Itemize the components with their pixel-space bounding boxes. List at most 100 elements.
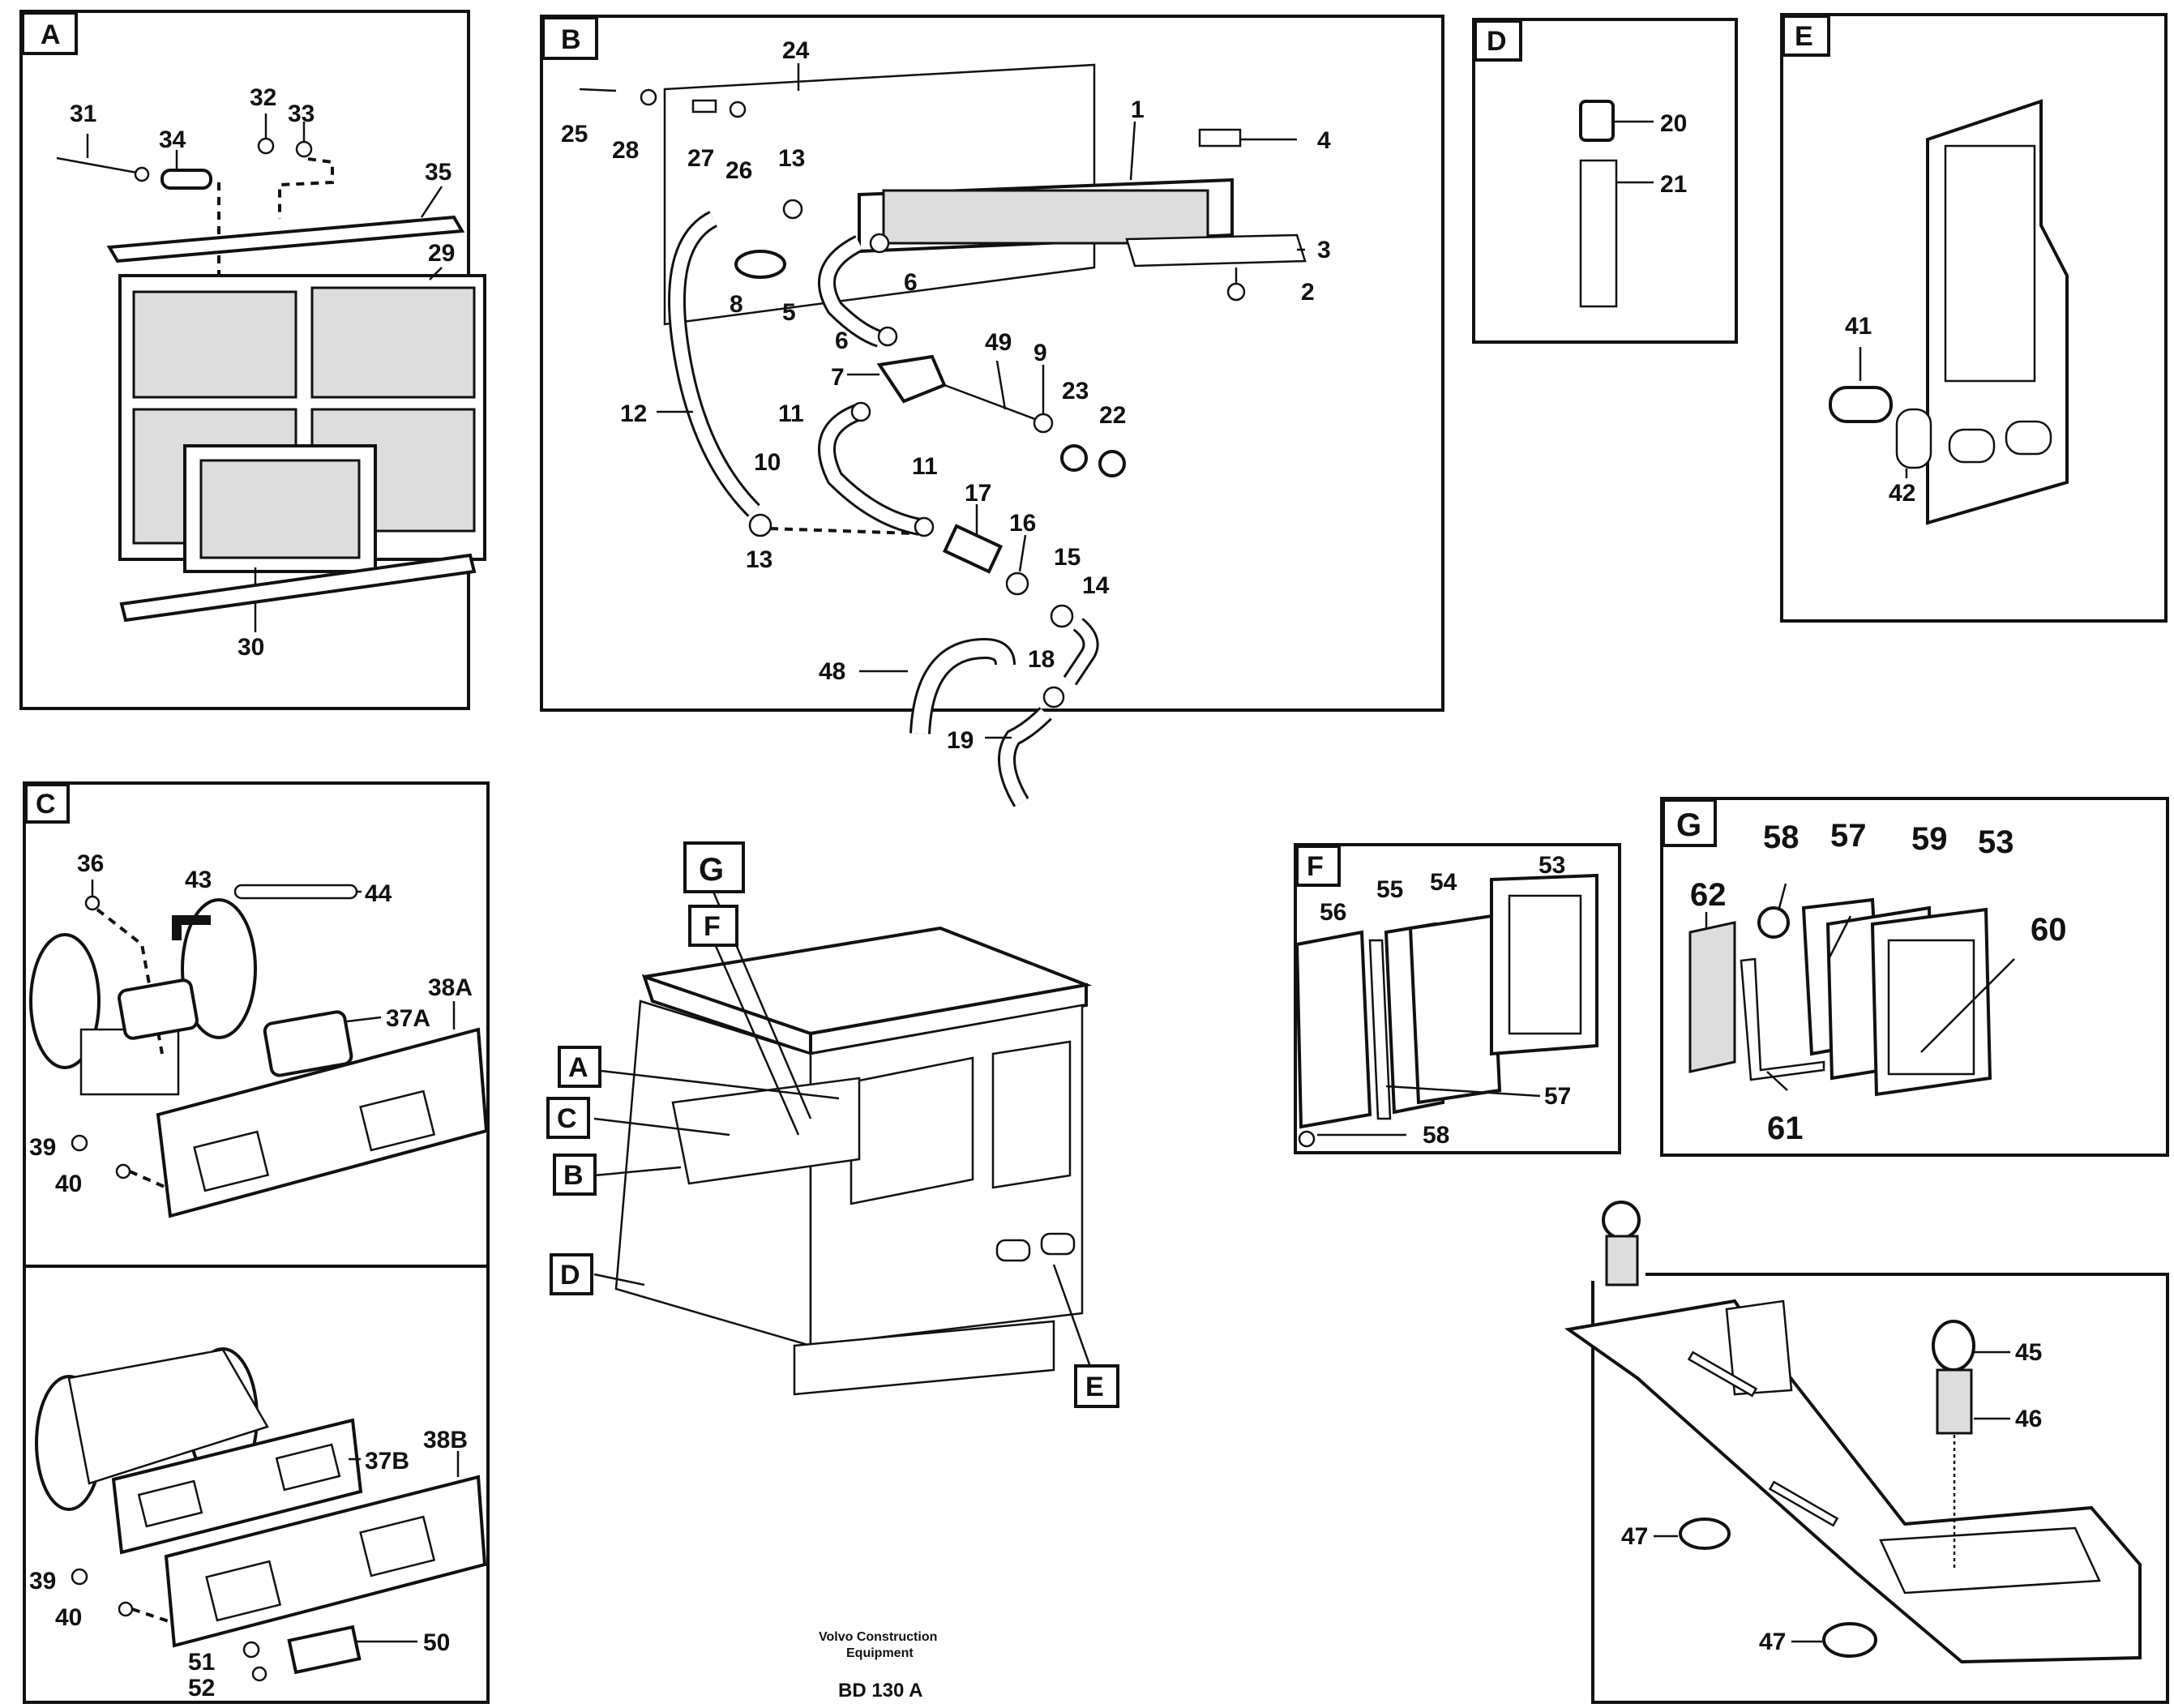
- frame-53-window: [1508, 894, 1582, 1035]
- clamp-11a: [850, 401, 871, 422]
- floor-tray: [1564, 1299, 2142, 1664]
- washer-31: [134, 166, 150, 182]
- blower-housing-right: [181, 898, 257, 1039]
- filter-54: [1408, 914, 1502, 1105]
- section-f-letter: F: [1307, 851, 1324, 882]
- box-56: [1295, 930, 1372, 1129]
- section-h: 45 46 47 47: [1564, 1201, 2169, 1704]
- washer-40: [115, 1163, 131, 1179]
- callout-e: E: [1085, 1372, 1104, 1402]
- label-46: 46: [2015, 1406, 2042, 1432]
- section-h-frame: [1591, 1273, 2169, 1704]
- label-21: 21: [1660, 171, 1687, 198]
- section-c-letter-box: [24, 783, 70, 824]
- label-6-mid: 6: [835, 327, 849, 354]
- cab-overview: G F A C B D E: [546, 841, 1119, 1408]
- label-14: 14: [1082, 572, 1110, 599]
- label-34: 34: [159, 126, 186, 153]
- label-17: 17: [965, 480, 991, 507]
- label-54: 54: [1430, 869, 1457, 896]
- label-36: 36: [77, 850, 104, 877]
- section-b-letter-box: [541, 16, 598, 60]
- isolator-spring-top: [1605, 1235, 1639, 1286]
- spacer-34: [160, 169, 212, 190]
- screw-25: [579, 88, 617, 92]
- leader-cab-b: [593, 1166, 682, 1177]
- label-48: 48: [819, 658, 845, 685]
- leader-37a: [346, 1016, 382, 1023]
- tray-slot-1: [1687, 1351, 1758, 1398]
- cab-door-slot-2: [1040, 1232, 1076, 1256]
- callout-c: C: [557, 1103, 577, 1134]
- section-e-letter-box: [1782, 15, 1830, 57]
- label-41: 41: [1845, 313, 1872, 340]
- grommet-23: [1060, 444, 1088, 472]
- label-53-g: 53: [1978, 824, 2014, 860]
- door-slot-2: [2005, 420, 2052, 456]
- section-e: E 41 42: [1780, 13, 2168, 623]
- label-38b: 38B: [423, 1427, 468, 1453]
- leader-1: [1129, 121, 1136, 181]
- label-40-b: 40: [55, 1604, 82, 1631]
- leader-57-g: [1826, 915, 1852, 961]
- label-4: 4: [1317, 127, 1331, 154]
- section-d-frame: [1472, 18, 1738, 344]
- leader-58-g: [1778, 883, 1787, 909]
- fitting-17: [942, 524, 1004, 574]
- label-35: 35: [425, 159, 451, 186]
- label-31: 31: [70, 101, 96, 127]
- nut-33: [295, 140, 313, 158]
- label-12: 12: [620, 400, 647, 427]
- block-50: [287, 1625, 362, 1675]
- label-33: 33: [288, 101, 315, 127]
- leader-cab-d: [593, 1273, 645, 1286]
- label-49: 49: [985, 329, 1012, 356]
- label-26: 26: [725, 157, 752, 184]
- cab-base: [793, 1320, 1055, 1396]
- hose-14: [1065, 619, 1097, 684]
- washer-52: [251, 1666, 267, 1682]
- label-38a: 38A: [428, 974, 473, 1001]
- section-d-letter: D: [1487, 26, 1507, 57]
- section-g-frame: [1660, 797, 2169, 1157]
- label-13-top: 13: [778, 145, 805, 172]
- label-18: 18: [1028, 646, 1055, 673]
- isolator-45: [1932, 1320, 1975, 1372]
- leader-cab-e: [1052, 1264, 1096, 1379]
- clamp-11b: [914, 516, 935, 537]
- label-19: 19: [947, 727, 974, 754]
- leader-cab-f: [712, 940, 800, 1136]
- label-5: 5: [782, 299, 796, 326]
- dash-40-b: [131, 1607, 169, 1623]
- plate-3: [1125, 233, 1307, 268]
- section-g-letter-box: [1662, 798, 1717, 847]
- hose-19: [1000, 708, 1051, 807]
- callout-box-c: [546, 1097, 590, 1139]
- footer: Volvo Construction Equipment BD 130 A: [819, 1630, 937, 1702]
- section-f-frame: [1294, 843, 1621, 1154]
- label-1: 1: [1131, 96, 1145, 123]
- cab-door-window: [991, 1040, 1072, 1189]
- dash-13: [769, 527, 915, 535]
- blower2-body: [67, 1348, 269, 1485]
- section-d-letter-box: [1474, 19, 1522, 62]
- cap-47b: [1822, 1622, 1877, 1658]
- frame-53-g-window: [1887, 939, 1975, 1076]
- label-37a: 37A: [386, 1005, 430, 1032]
- callout-a: A: [568, 1052, 588, 1083]
- hose-10: [820, 405, 922, 533]
- label-43: 43: [185, 867, 212, 893]
- nut-9: [1033, 413, 1054, 434]
- hose-12: [670, 212, 759, 516]
- screw-39: [71, 1134, 88, 1152]
- callout-box-a: [558, 1046, 601, 1088]
- section-a-letter: A: [41, 19, 61, 50]
- section-f: F 56 55 54 53 57 58: [1294, 843, 1621, 1154]
- rail-35: [106, 215, 465, 263]
- label-58-g: 58: [1763, 820, 1800, 855]
- hose-5: [820, 237, 882, 345]
- plate-57: [1368, 939, 1392, 1120]
- label-25: 25: [561, 121, 588, 148]
- filter-cell-1: [132, 290, 297, 399]
- nut-26: [729, 101, 747, 118]
